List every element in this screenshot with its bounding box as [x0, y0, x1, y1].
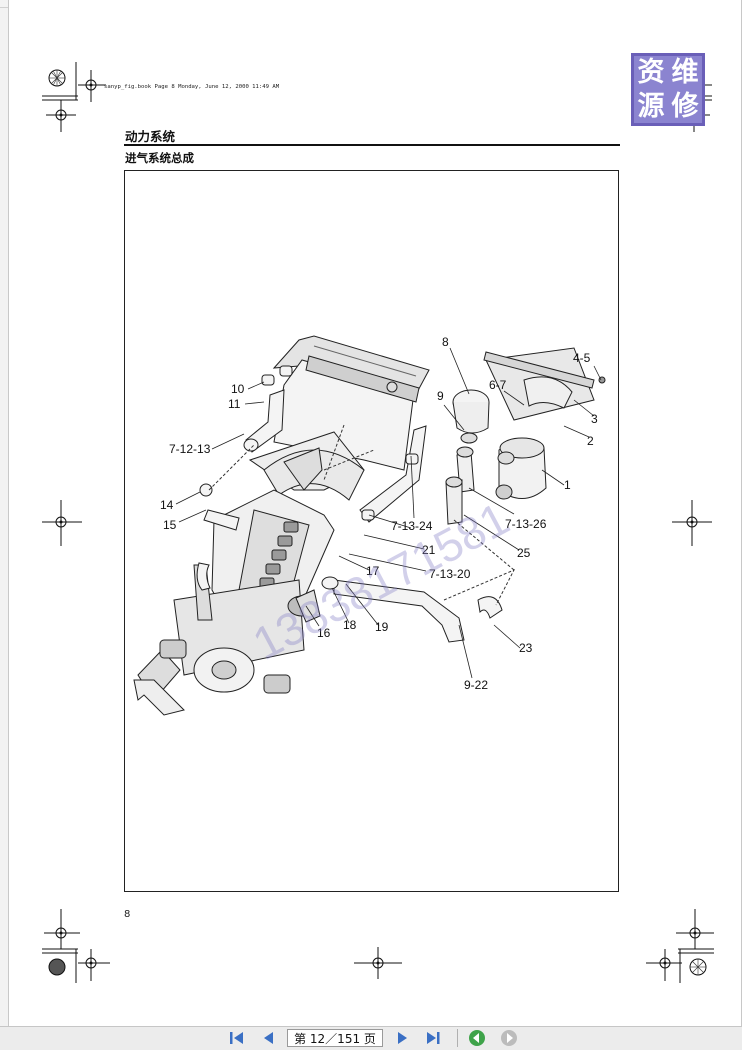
callout-label: 9: [437, 389, 444, 403]
registration-mark-bottom-left: [42, 909, 110, 983]
prev-page-button[interactable]: [259, 1029, 279, 1047]
forward-view-icon: [501, 1030, 517, 1046]
callout-label: 18: [343, 618, 357, 632]
registration-mark-bottom-right: [646, 909, 714, 983]
callout-labels: 1 2 3 4-5 6-7 8 9 10 11 7-12-13 14 15 16…: [160, 335, 598, 692]
logo-char: 资: [637, 57, 665, 88]
watermark-logo: 资 维 源 修: [631, 53, 705, 126]
callout-label: 8: [442, 335, 449, 349]
first-page-button[interactable]: [227, 1029, 247, 1047]
callout-label: 23: [519, 641, 533, 655]
callout-label: 2: [587, 434, 594, 448]
section-title: 动力系统: [125, 129, 176, 144]
page-number: 8: [124, 909, 131, 920]
page-indicator[interactable]: 第 12／151 页: [287, 1029, 383, 1047]
callout-label: 9-22: [464, 678, 488, 692]
callout-label: 7-13-24: [391, 519, 433, 533]
forward-view-button[interactable]: [499, 1029, 519, 1047]
next-page-icon: [398, 1032, 407, 1044]
intake-system-exploded-diagram: 1 2 3 4-5 6-7 8 9 10 11 7-12-13 14 15 16…: [133, 335, 606, 716]
registration-mark-left: [42, 500, 82, 546]
last-page-button[interactable]: [423, 1029, 443, 1047]
last-page-icon: [427, 1032, 440, 1044]
section-subtitle: 进气系统总成: [125, 151, 194, 165]
intake-hoses: [196, 365, 503, 643]
callout-label: 7-12-13: [169, 442, 211, 456]
callout-label: 3: [591, 412, 598, 426]
registration-mark-bottom-center: [354, 947, 402, 979]
callout-leaders: [175, 347, 602, 679]
dashed-guides: [208, 424, 516, 606]
prev-page-icon: [264, 1032, 273, 1044]
logo-char: 维: [671, 57, 699, 88]
figure-frame: [124, 170, 619, 892]
callout-label: 15: [163, 518, 177, 532]
callout-label: 11: [228, 397, 241, 411]
registration-mark-right: [672, 500, 712, 546]
callout-label: 6-7: [489, 378, 507, 392]
first-page-icon: [230, 1032, 243, 1044]
book-header-line: sanyp_fig.book Page 8 Monday, June 12, 2…: [104, 84, 280, 90]
back-view-icon: [469, 1030, 485, 1046]
next-page-button[interactable]: [392, 1029, 412, 1047]
callout-label: 7-13-20: [429, 567, 471, 581]
callout-label: 14: [160, 498, 174, 512]
air-filter-assembly: [445, 347, 606, 525]
callout-label: 16: [317, 626, 331, 640]
callout-label: 19: [375, 620, 389, 634]
toolbar-separator: [457, 1029, 458, 1047]
callout-label: 21: [422, 543, 436, 557]
fan-shroud: [263, 447, 365, 501]
title-rule: [124, 144, 620, 146]
logo-char: 源: [637, 90, 665, 122]
engine-block: [133, 489, 335, 716]
logo-char: 修: [671, 90, 699, 122]
callout-label: 17: [366, 564, 380, 578]
back-view-button[interactable]: [467, 1029, 487, 1047]
callout-label: 1: [564, 478, 571, 492]
registration-mark-top-left: [42, 62, 106, 132]
callout-label: 10: [231, 382, 245, 396]
callout-label: 4-5: [573, 351, 591, 365]
callout-label: 25: [517, 546, 531, 560]
callout-label: 7-13-26: [505, 517, 547, 531]
